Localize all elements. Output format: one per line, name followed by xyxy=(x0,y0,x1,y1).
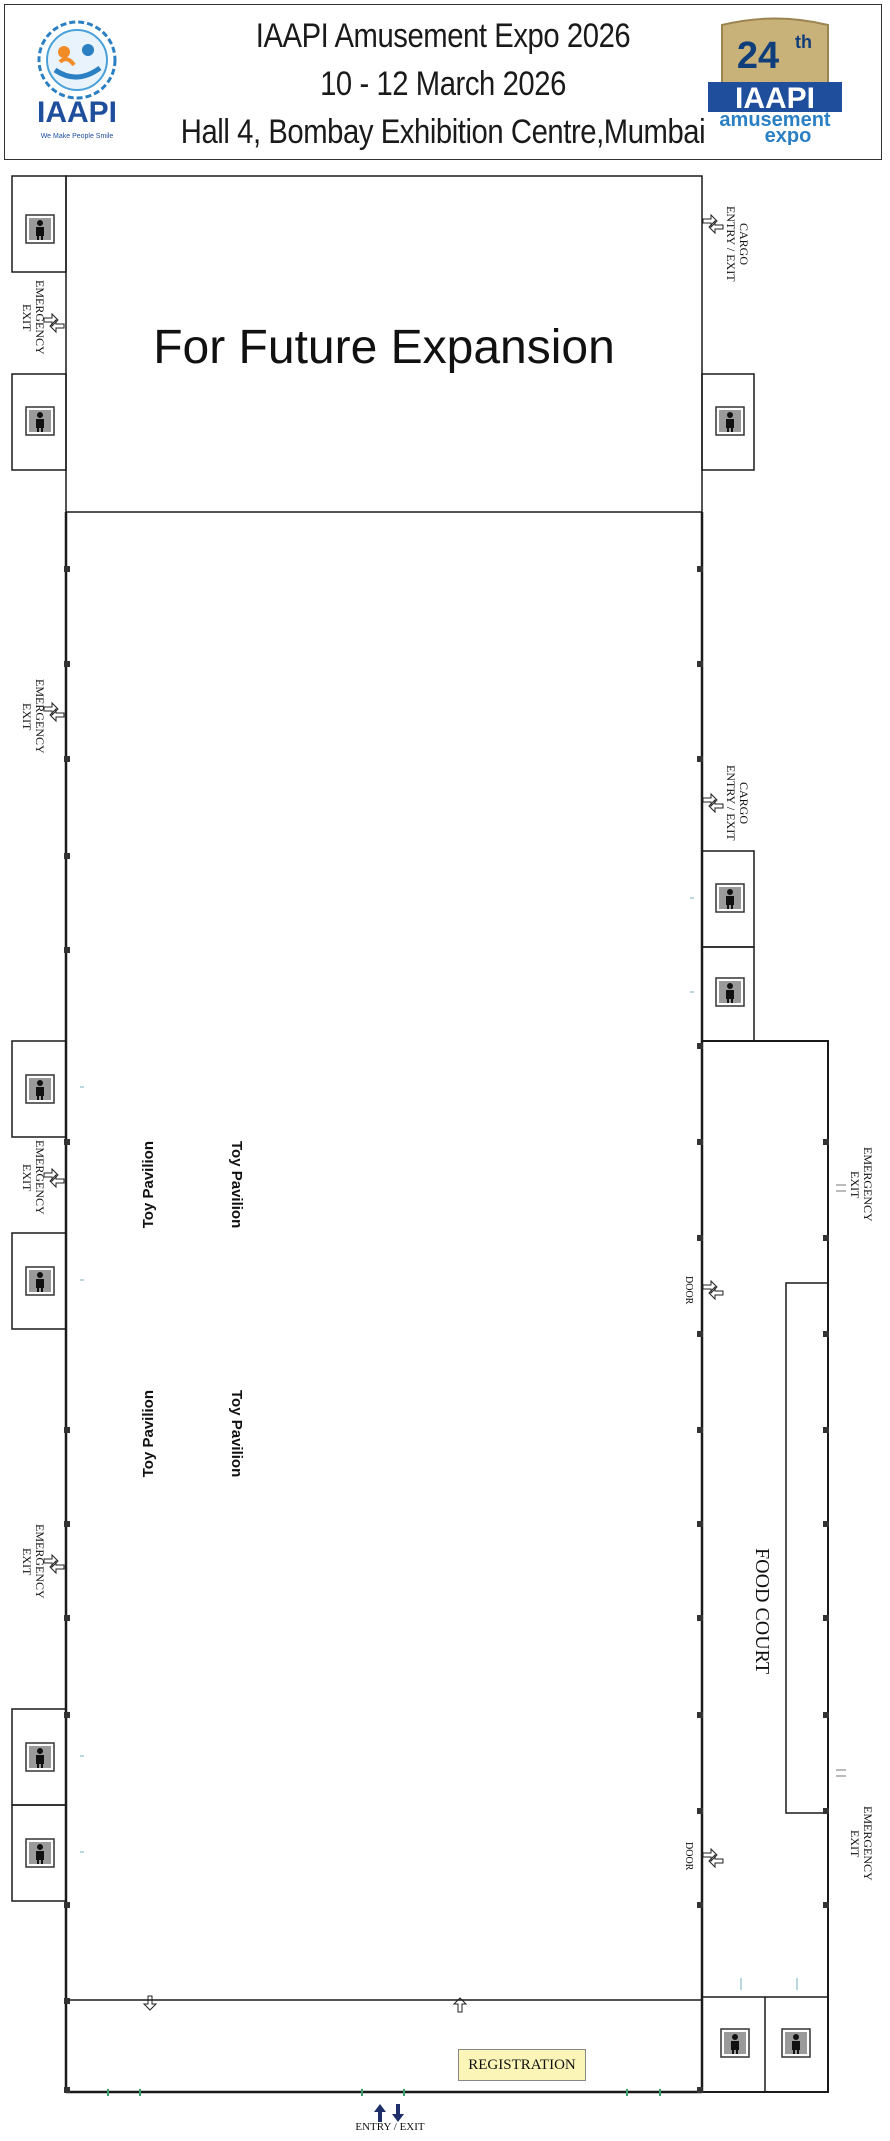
expo-logo-expo: expo xyxy=(765,125,812,145)
toilet-icon xyxy=(720,2028,750,2058)
event-title: IAAPI Amusement Expo 2026 xyxy=(255,17,631,55)
cargo-exit-arrow-icon xyxy=(702,793,724,813)
entry-arrow-up-icon xyxy=(374,2104,386,2122)
expo-edition-suffix: th xyxy=(795,32,812,52)
expo-edition: 24 xyxy=(737,35,779,77)
toilet-icon xyxy=(715,883,745,913)
toilet-icon xyxy=(715,406,745,436)
toilet-icon xyxy=(25,214,55,244)
emergency-exit-arrow-icon xyxy=(43,1168,65,1188)
toy-pavilion-label: Toy Pavilion xyxy=(140,1390,157,1478)
future-expansion-label: For Future Expansion xyxy=(153,321,615,374)
door-label: DOOR xyxy=(683,1276,694,1305)
expo-24th-logo: 24 th IAAPI amusement expo xyxy=(708,17,842,145)
toilet-icon xyxy=(25,1742,55,1772)
toy-pavilion-label: Toy Pavilion xyxy=(140,1141,157,1229)
door-label: DOOR xyxy=(683,1842,694,1871)
emergency-exit-arrow-icon xyxy=(43,702,65,722)
emergency-exit-arrow-icon xyxy=(43,1554,65,1574)
entry-exit-label: ENTRY / EXIT xyxy=(355,2121,425,2133)
toilet-icon xyxy=(25,1838,55,1868)
future-expansion-area xyxy=(65,175,703,513)
event-venue: Hall 4, Bombay Exhibition Centre,Mumbai xyxy=(180,113,706,151)
toilet-icon xyxy=(25,1074,55,1104)
toilet-icon xyxy=(781,2028,811,2058)
iaapi-logo-tagline: We Make People Smile xyxy=(41,133,114,140)
iaapi-logo-name: IAAPI xyxy=(37,96,117,129)
event-dates: 10 - 12 March 2026 xyxy=(320,65,566,103)
expo-logo-iaapi: IAAPI xyxy=(735,82,815,115)
emergency-exit-arrow-icon xyxy=(43,313,65,333)
iaapi-logo: IAAPI We Make People Smile xyxy=(37,20,117,140)
exit-arrow-down-icon xyxy=(392,2104,404,2122)
cargo-exit-arrow-icon xyxy=(702,214,724,234)
food-court-label: FOOD COURT xyxy=(751,1548,773,1675)
registration-desk: REGISTRATION xyxy=(458,2049,586,2081)
toilet-icon xyxy=(715,977,745,1007)
registration-arrow-icon xyxy=(452,1997,468,2013)
door-arrow-icon xyxy=(702,1280,724,1300)
registration-arrow-icon xyxy=(142,1995,158,2011)
door-arrow-icon xyxy=(702,1848,724,1868)
food-court-counter xyxy=(785,1282,829,1814)
toy-pavilion-label: Toy Pavilion xyxy=(228,1390,245,1478)
toilet-icon xyxy=(25,406,55,436)
expo-logo-amusement: amusement xyxy=(719,109,830,131)
toilet-icon xyxy=(25,1266,55,1296)
toy-pavilion-label: Toy Pavilion xyxy=(228,1141,245,1229)
